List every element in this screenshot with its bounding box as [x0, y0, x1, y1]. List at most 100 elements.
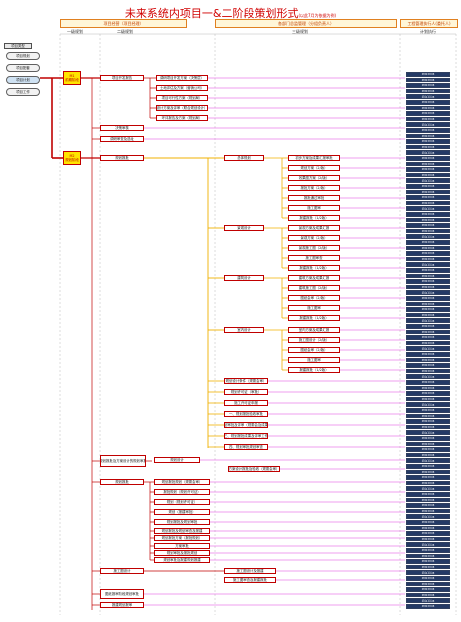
level4-node[interactable]: 施工图审查	[288, 255, 340, 261]
level3-node[interactable]: 规划报批方案（报批规划）	[154, 535, 210, 541]
level3-node[interactable]: 规划报批及规划审查及报建	[154, 528, 210, 534]
level3-node[interactable]: 室内设计	[224, 327, 264, 333]
level3-node[interactable]: 规划报批及规划审批	[154, 519, 210, 525]
level3-node[interactable]: 方案审批	[154, 543, 210, 549]
level3-node[interactable]: 二、规划审批及评审（规委会及成果审批）	[224, 422, 268, 428]
level3-node[interactable]: 规划（报建审批）	[154, 509, 210, 515]
level4-node[interactable]: 图纸会审（2/版）	[288, 295, 340, 301]
level3-node[interactable]: 规划设计条件（规委会审）	[224, 378, 268, 384]
level2-node[interactable]: 图纸报审阶段规划审批	[100, 589, 144, 599]
level3-node[interactable]: 总体规划	[224, 155, 264, 161]
level3-node[interactable]: 施工许可证申报	[224, 400, 268, 406]
level3-node[interactable]: 调研项目开发方案（决策层）	[156, 75, 208, 81]
level2-node[interactable]: 施工图设计	[100, 568, 144, 574]
nav-item[interactable]: 项目规划	[6, 52, 40, 60]
level4-node[interactable]: 报建报批（1/2版）	[288, 367, 340, 373]
level3-node[interactable]: 环评报告及方案（规划局）	[156, 115, 208, 121]
level4-node[interactable]: 施工图审	[288, 205, 340, 211]
level3-node[interactable]: 一、规划报批验收审批	[224, 411, 268, 417]
level4-node[interactable]: 报建报批（1/2版）	[288, 315, 340, 321]
level3-node[interactable]: 建筑设计	[224, 275, 264, 281]
level2-node[interactable]: 项目开发报告	[100, 75, 144, 81]
level4-node[interactable]: 报建报批（1/2版）	[288, 215, 340, 221]
level3-node[interactable]: 规划设计	[154, 457, 200, 463]
level4-node[interactable]: 建筑方案及成果汇报	[288, 275, 340, 281]
level3-node[interactable]: 设计方案及评审（联合规划设计）	[156, 105, 208, 111]
level2-node[interactable]: 决策审核	[100, 125, 144, 131]
level3-node[interactable]: 报批规划（规划许可证）	[154, 489, 210, 495]
level3-node[interactable]: 方案设计报批及验收（规委会审）	[228, 466, 280, 472]
level3-node[interactable]: 规划（规划许可证）	[154, 499, 210, 505]
level4-node[interactable]: 效果图方案（2/版）	[288, 175, 340, 181]
level4-node[interactable]: 景观方案及成果汇报	[288, 225, 340, 231]
level2-node[interactable]: 规划报批	[100, 155, 144, 161]
level4-node[interactable]: 景观施工图（2/版）	[288, 245, 340, 251]
level4-node[interactable]: 规划方案（2/版）	[288, 165, 340, 171]
level4-node[interactable]: 初步方案及成果汇报审批	[288, 155, 340, 161]
level4-node[interactable]: 施工图审	[288, 305, 340, 311]
level3-node[interactable]: 规划审批及报批规划	[154, 550, 210, 556]
level3-node[interactable]: 施工图审查及报建报批	[224, 577, 276, 583]
nav-item[interactable]: 项目工作	[6, 88, 40, 96]
level3-node[interactable]: 规划审批及报建规划报建	[154, 557, 210, 563]
